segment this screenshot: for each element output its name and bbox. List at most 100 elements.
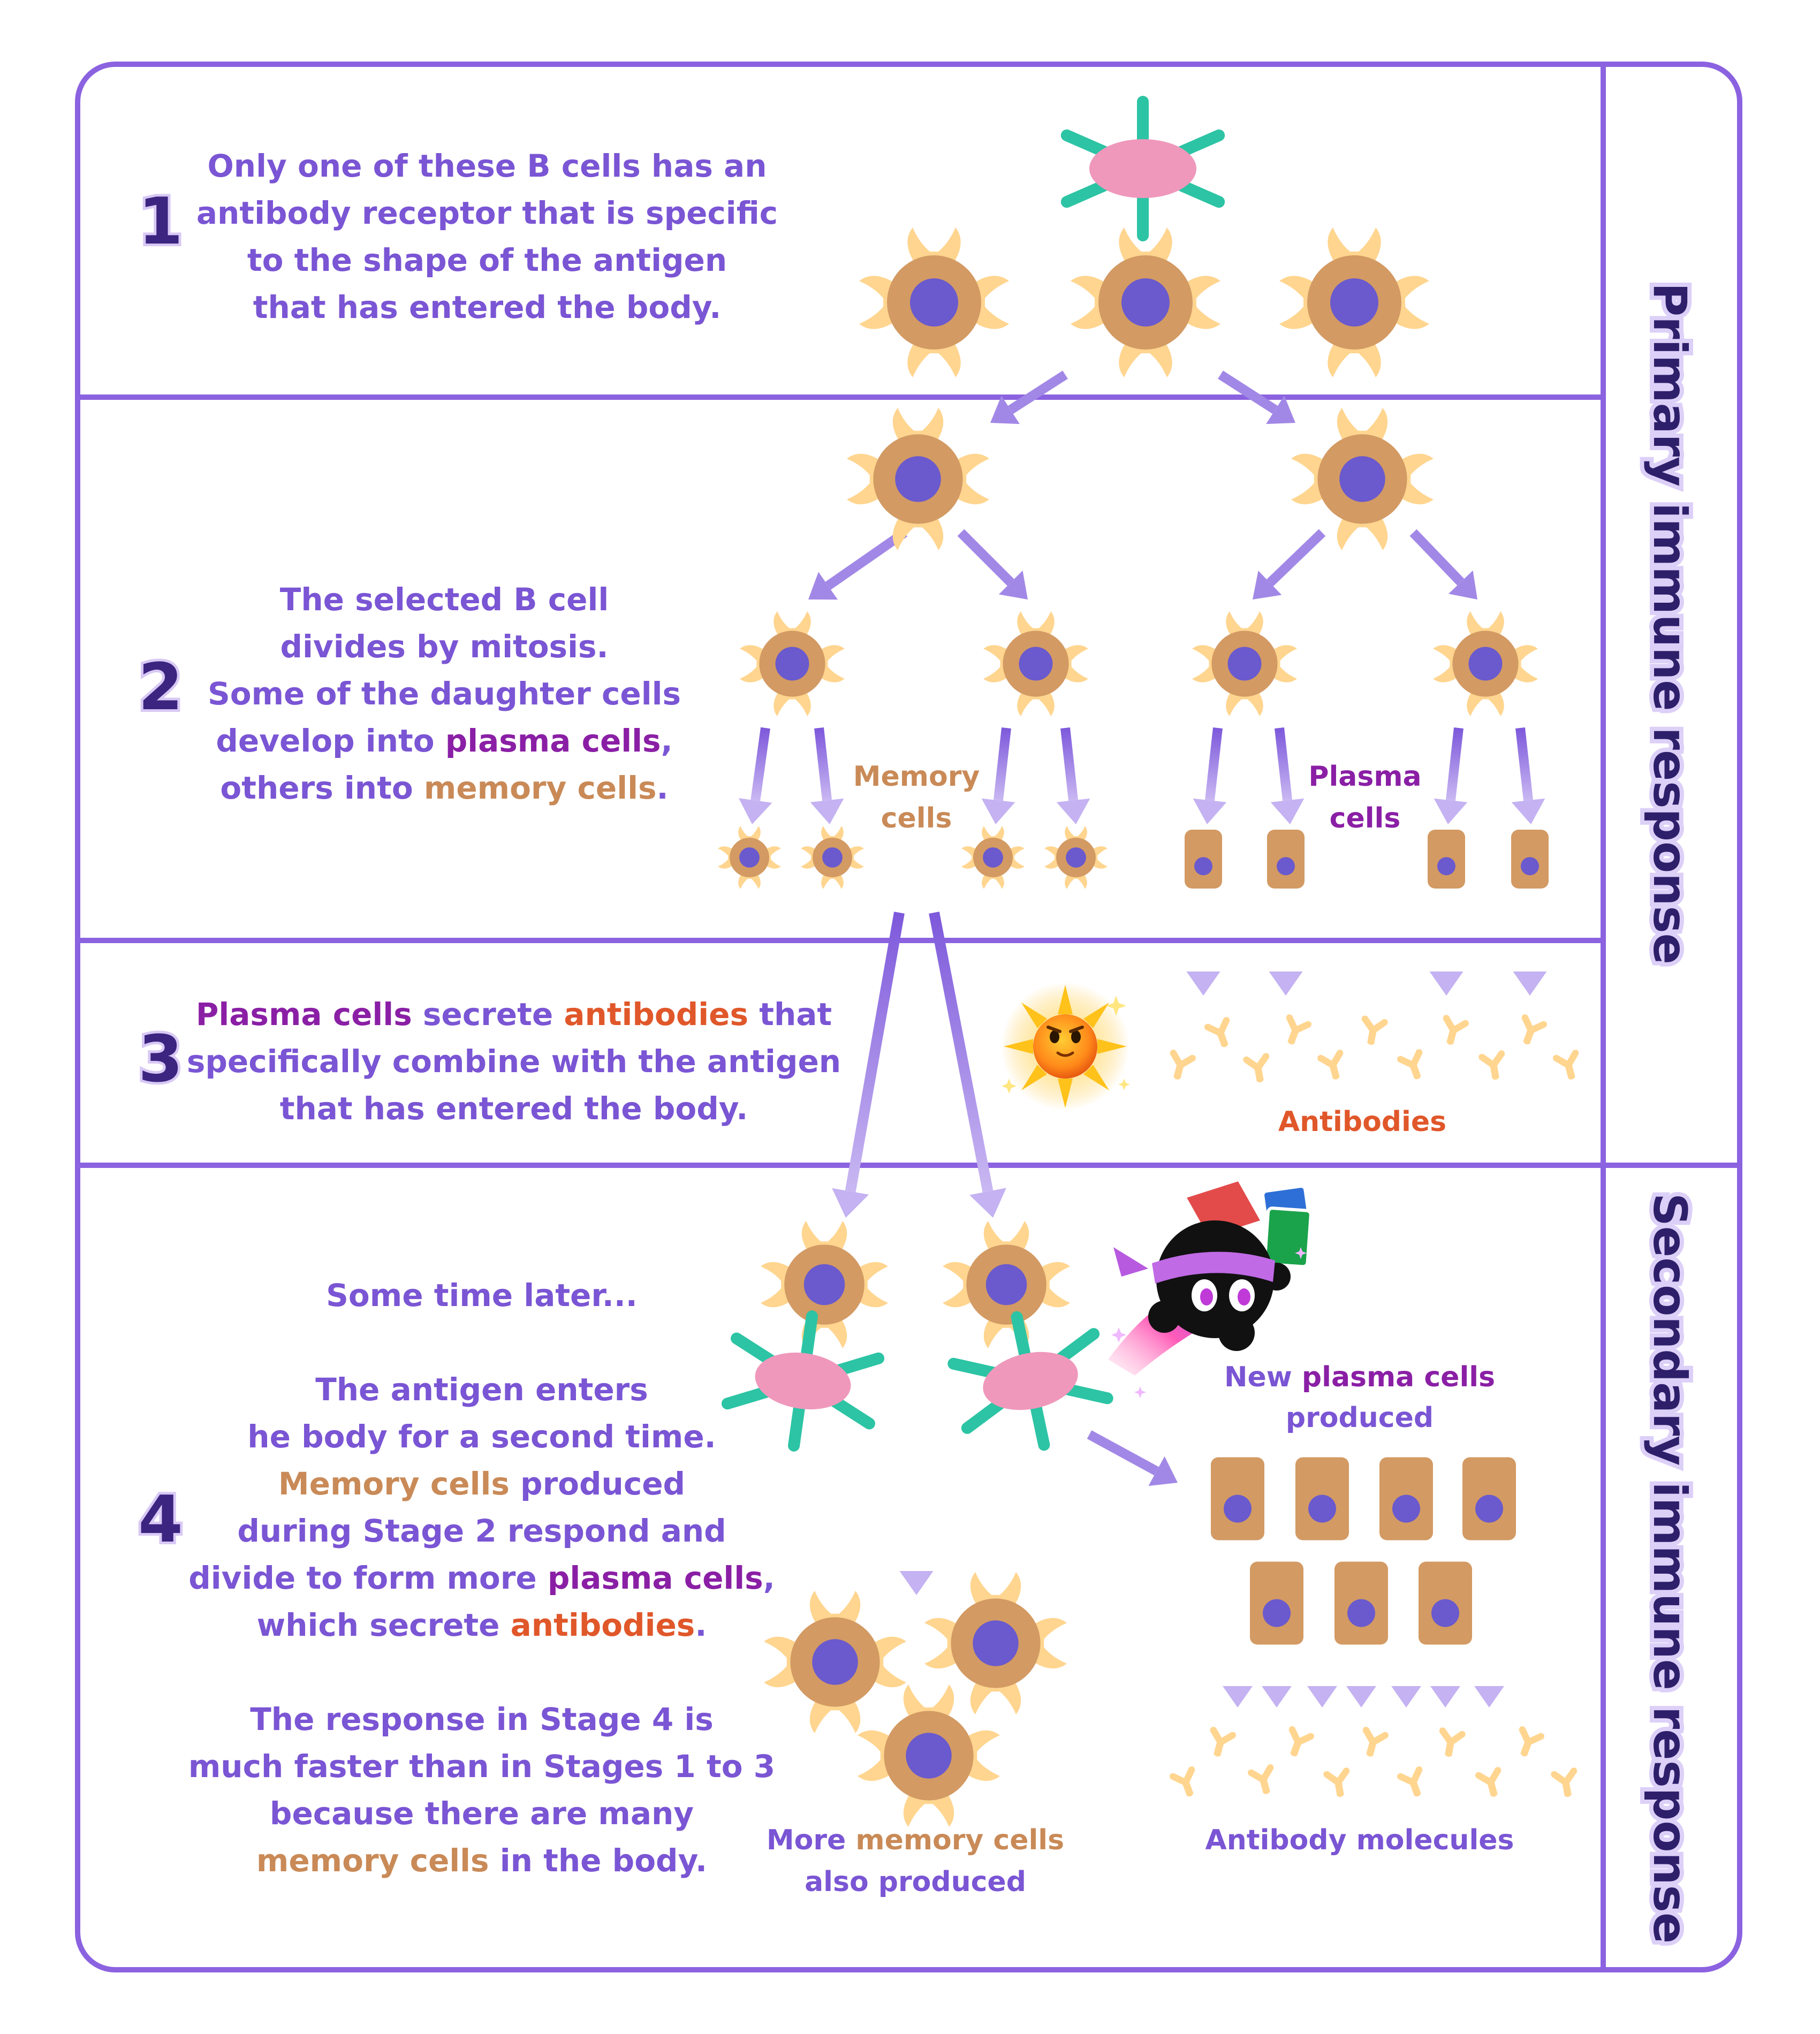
stage-2-line-segment: divides by mitosis. xyxy=(280,628,608,665)
stage-1-line-segment: Only one of these B cells has an xyxy=(208,148,767,184)
memory-cell xyxy=(801,826,864,889)
stage-2-line: develop into plasma cells, xyxy=(216,723,672,759)
plasma-cell xyxy=(1428,830,1465,889)
antibody-molecule xyxy=(1242,1052,1273,1085)
b-cell xyxy=(1192,611,1297,716)
stage-2-line-segment: plasma cells xyxy=(445,723,661,759)
stage-4-line: divide to form more plasma cells, xyxy=(188,1560,775,1596)
stage-4-line-segment: which secrete xyxy=(257,1607,511,1643)
stage-2-line-segment: others into xyxy=(220,770,423,806)
stage-3-line-segment: antibodies xyxy=(564,996,748,1033)
new-plasma-cell xyxy=(1462,1457,1516,1540)
stage-3-line: Plasma cells secrete antibodies that xyxy=(196,996,832,1033)
stage-4-line-segment: . xyxy=(695,1607,707,1643)
stage-4-line-segment: The antigen enters xyxy=(315,1371,648,1408)
antibody-molecule xyxy=(1474,1766,1507,1800)
stage-number: 4 xyxy=(138,1483,183,1557)
diagram-frame xyxy=(75,62,1742,1972)
new-plasma-cell xyxy=(1379,1457,1433,1540)
arrow xyxy=(1430,1643,1460,1707)
plasma-cells-label: cells xyxy=(1330,802,1401,834)
arrow xyxy=(957,529,1028,599)
plasma-cell xyxy=(1267,830,1305,889)
stage-2-line-segment: The selected B cell xyxy=(280,581,609,618)
stage-4-line: during Stage 2 respond and xyxy=(237,1513,726,1549)
antibody-molecule xyxy=(1552,1049,1585,1083)
stage-1-line: Only one of these B cells has an xyxy=(208,148,767,184)
arrow xyxy=(1307,1542,1337,1707)
new-plasma-cell xyxy=(1211,1457,1264,1540)
selected-b-cell xyxy=(1071,227,1220,377)
arrows xyxy=(738,370,1547,1707)
secondary-response-label: Secondary immune response xyxy=(1643,1193,1696,1944)
more-memory-cells-label: also produced xyxy=(805,1866,1026,1898)
stage-3-line-segment: that has entered the body. xyxy=(280,1090,748,1127)
memory-cell xyxy=(1044,826,1108,889)
antigen xyxy=(721,1310,885,1452)
new-plasma-cells-label-segment: plasma cells xyxy=(1302,1361,1495,1393)
stage-1-line: to the shape of the antigen xyxy=(247,242,727,278)
arrow xyxy=(1253,529,1326,599)
antibody-molecule xyxy=(1356,1726,1390,1760)
b-cell xyxy=(1279,227,1429,377)
stage-1-line: antibody receptor that is specific xyxy=(196,195,778,231)
arrow xyxy=(1513,905,1547,996)
arrow xyxy=(1186,905,1220,996)
new-plasma-cell xyxy=(1334,1561,1388,1645)
stage-1-line-segment: to the shape of the antigen xyxy=(247,242,727,278)
stage-4-line-segment: The response in Stage 4 is xyxy=(250,1701,714,1737)
antibody-molecule xyxy=(1169,1765,1203,1801)
antibody-molecule xyxy=(1203,1016,1238,1052)
arrow xyxy=(738,727,772,824)
arrow xyxy=(981,727,1015,824)
stage-texts: Only one of these B cells has an antibody… xyxy=(187,148,841,1879)
arrow xyxy=(1087,1430,1178,1486)
new-plasma-cells-label: produced xyxy=(1286,1402,1434,1434)
arrow xyxy=(808,528,908,600)
stage-2-line-segment: memory cells xyxy=(424,770,657,806)
more-memory-cells-label-segment: memory cells xyxy=(855,1824,1064,1856)
antibody-molecule xyxy=(1437,1014,1470,1048)
new-plasma-cell xyxy=(1419,1561,1472,1645)
stage-2-line-segment: Some of the daughter cells xyxy=(208,676,681,712)
stage-4-line-segment: Some time later... xyxy=(326,1277,638,1314)
primary-response-label: Primary immune response xyxy=(1643,283,1696,965)
stage-number: 1 xyxy=(138,185,183,259)
stage-4-line-segment: memory cells xyxy=(256,1842,489,1879)
stage-4-line-segment: , xyxy=(763,1560,775,1596)
antibody-molecule xyxy=(1435,1727,1466,1759)
stage-1-line-segment: that has entered the body. xyxy=(253,289,722,325)
stage-4-line: The response in Stage 4 is xyxy=(250,1701,714,1737)
arrow xyxy=(929,912,1006,1218)
arrow xyxy=(1223,1542,1253,1707)
arrow xyxy=(899,1429,934,1595)
b-cell xyxy=(1433,611,1538,716)
stage-4-line: memory cells in the body. xyxy=(256,1842,707,1879)
stage-4-line-segment: produced xyxy=(510,1466,685,1502)
stage-4-line-segment: antibodies xyxy=(511,1607,695,1643)
arrow xyxy=(810,727,844,824)
memory-cell xyxy=(924,1572,1067,1714)
antibody-molecule xyxy=(1247,1763,1280,1797)
antibody-molecule xyxy=(1358,1015,1389,1048)
stage-4-line-segment: he body for a second time. xyxy=(247,1418,716,1455)
arrow xyxy=(1409,529,1477,599)
stage-3-line: specifically combine with the antigen xyxy=(187,1043,841,1080)
more-memory-cells-label-segment: also produced xyxy=(805,1866,1026,1898)
memory-cells-label: cells xyxy=(881,802,952,834)
stage-1-line-segment: antibody receptor that is specific xyxy=(196,195,778,231)
antigen xyxy=(1060,96,1225,241)
b-cell xyxy=(846,408,990,550)
antibody-molecule xyxy=(1396,1048,1431,1084)
more-memory-cells-label-segment: More xyxy=(767,1824,856,1856)
stage-4-line-segment: plasma cells xyxy=(548,1560,763,1596)
b-cell xyxy=(1291,408,1434,550)
arrow xyxy=(832,912,905,1218)
antibody-molecule xyxy=(1280,1725,1315,1761)
stage-2-line: divides by mitosis. xyxy=(280,628,608,665)
memory-cell xyxy=(857,1684,1000,1827)
stage-number: 3 xyxy=(138,1022,183,1097)
